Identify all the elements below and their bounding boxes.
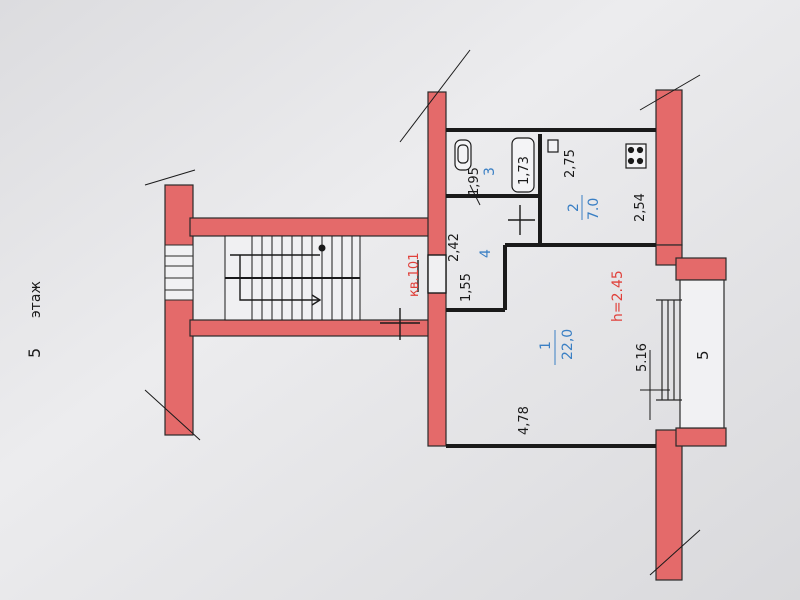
staircase xyxy=(224,235,361,321)
room4-number: 4 xyxy=(478,249,494,258)
sink-icon xyxy=(547,139,559,153)
bath-length-dim: 1,95 xyxy=(467,167,482,196)
doors xyxy=(380,205,535,340)
hall-length-dim: 1,55 xyxy=(459,273,474,302)
balcony xyxy=(656,279,725,429)
apartment-label: кв.101 xyxy=(407,253,422,297)
balcony-bottom-wall xyxy=(675,427,727,447)
room1-number: 1 xyxy=(538,341,554,350)
floor-number: 5 xyxy=(25,348,44,358)
balcony-top-wall xyxy=(675,257,727,281)
dimension-ticks xyxy=(469,184,670,420)
room2-length-dim: 2,75 xyxy=(563,149,578,178)
stairwell-top-wall xyxy=(189,217,431,237)
room2-area: 7.0 xyxy=(586,198,602,220)
stairwell-left-wall xyxy=(164,184,194,436)
room1-length-dim: 4,78 xyxy=(517,406,532,435)
construction-lines xyxy=(144,49,701,576)
fixtures xyxy=(454,137,647,193)
room3-number: 3 xyxy=(482,167,498,176)
room1-area: 22,0 xyxy=(560,329,576,360)
bath-width-dim: 1,73 xyxy=(517,156,532,185)
stairwell-window xyxy=(164,244,194,301)
bathtub-icon xyxy=(511,137,535,193)
floor-label: этаж xyxy=(28,281,44,318)
room2-width-dim: 2,54 xyxy=(633,193,648,222)
hall-width-dim: 2,42 xyxy=(447,233,462,262)
room5-number: 5 xyxy=(694,350,712,360)
room1-width-dim: 5.16 xyxy=(635,343,650,372)
stove-icon xyxy=(625,143,647,169)
exterior-wall-lower xyxy=(655,429,683,581)
toilet-icon xyxy=(454,139,472,171)
room2-number: 2 xyxy=(566,203,582,212)
exterior-wall-upper xyxy=(655,89,683,246)
ceiling-height: h=2.45 xyxy=(610,270,626,322)
